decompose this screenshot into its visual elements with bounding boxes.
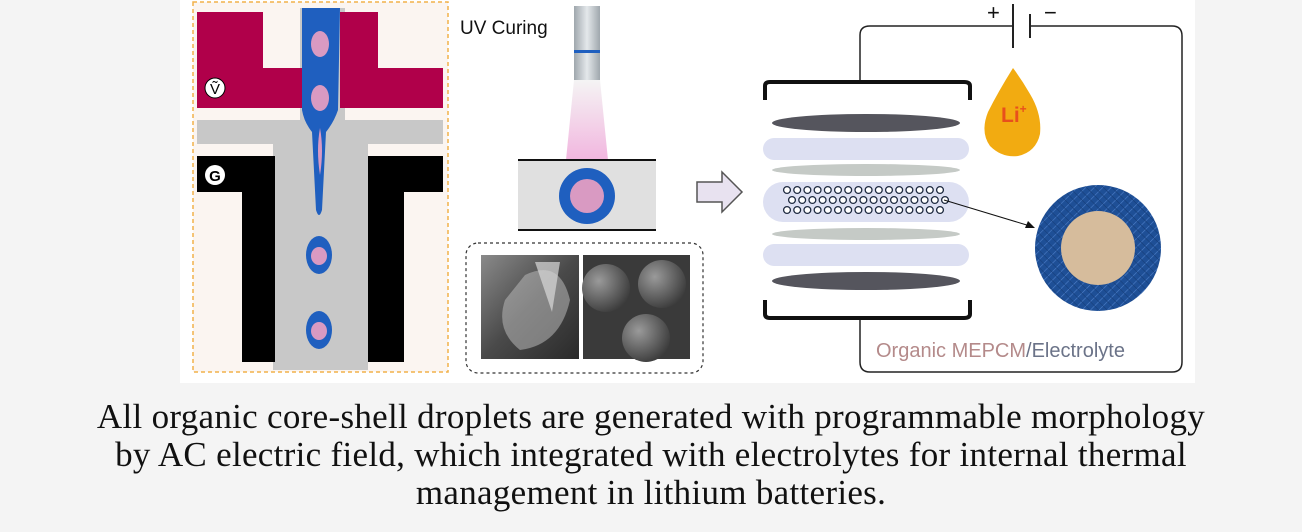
mepcm-capsule: [935, 205, 945, 215]
electrode-layer: [772, 114, 960, 132]
caption-line-2: by AC electric field, which integrated w…: [115, 435, 1187, 474]
ground-electrode-right: [368, 156, 443, 362]
mepcm-capsule: [828, 195, 837, 205]
ground-electrode-left: [197, 156, 275, 362]
mepcm-capsule: [925, 205, 934, 215]
separator-layer: [772, 164, 960, 176]
mepcm-capsule: [910, 195, 919, 205]
cell-top-bracket: [763, 80, 972, 100]
ac-electrode-right: [340, 12, 443, 108]
shell-fluid-stream: [302, 8, 340, 215]
separator-layer: [772, 228, 960, 240]
mepcm-capsule: [935, 185, 945, 195]
mepcm-capsule: [854, 185, 863, 195]
mepcm-capsule: [782, 185, 792, 195]
mepcm-capsule: [787, 195, 797, 205]
ground-symbol: G: [209, 168, 221, 185]
mepcm-capsule: [823, 205, 832, 215]
mepcm-capsule: [808, 195, 817, 205]
mepcm-capsule: [798, 195, 807, 205]
mepcm-capsule: [884, 185, 894, 195]
mepcm-capsule: [849, 195, 858, 205]
uv-curing-label: UV Curing: [460, 18, 548, 39]
mepcm-capsule: [915, 185, 924, 195]
mepcm-capsule: [869, 195, 878, 205]
mepcm-capsule: [930, 195, 939, 205]
uv-lamp-icon: [574, 6, 600, 80]
capsule-core: [1061, 211, 1135, 285]
electrode-layer: [772, 272, 960, 290]
mepcm-capsule: [793, 185, 802, 195]
mepcm-capsule: [859, 195, 868, 205]
mepcm-capsule: [833, 185, 843, 195]
mepcm-capsule: [915, 205, 924, 215]
cell-bottom-bracket: [763, 300, 972, 320]
mepcm-capsule: [844, 205, 853, 215]
mepcm-capsule: [889, 195, 899, 205]
battery-panel: + − Li+ Organic MEPCM/Electrolyte: [763, 0, 1183, 373]
core-droplet: [311, 85, 329, 111]
battery-minus: −: [1044, 0, 1057, 25]
uv-curing-panel: UV Curing: [460, 6, 704, 374]
legend-electrolyte: Electrolyte: [1032, 340, 1125, 362]
zoom-pointer: [943, 199, 1031, 227]
mepcm-capsule: [920, 195, 929, 205]
mepcm-capsule: [864, 185, 873, 195]
electrolyte-layer: [763, 138, 969, 160]
mepcm-capsule: [874, 185, 883, 195]
mepcm-capsule: [793, 205, 802, 215]
ground-marker: [205, 165, 225, 185]
mepcm-capsule-array: [782, 185, 950, 215]
mepcm-capsule: [803, 205, 812, 215]
mepcm-capsule: [823, 185, 832, 195]
mepcm-capsule: [900, 195, 909, 205]
mepcm-capsule: [844, 185, 853, 195]
electrolyte-layer: [763, 244, 969, 266]
mepcm-capsule: [813, 185, 822, 195]
graphical-abstract-figure: Ṽ G UV Curing + −: [180, 0, 1195, 383]
mepcm-capsule: [833, 205, 843, 215]
mepcm-capsule: [879, 195, 888, 205]
microfluidic-chip-panel: Ṽ G: [192, 1, 449, 373]
arrow-right-icon: [696, 170, 744, 214]
mepcm-capsule: [838, 195, 848, 205]
voltage-marker: [204, 77, 226, 99]
figure-caption: All organic core-shell droplets are gene…: [0, 398, 1302, 512]
caption-line-3: management in lithium batteries.: [415, 473, 887, 512]
core-droplet: [311, 31, 329, 57]
mepcm-capsule: [905, 185, 914, 195]
mepcm-capsule: [803, 185, 812, 195]
mepcm-capsule: [895, 185, 904, 195]
mepcm-capsule: [895, 205, 904, 215]
diagram-svg: Ṽ G UV Curing + −: [180, 0, 1195, 383]
mepcm-capsule: [874, 205, 883, 215]
li-ion-label: Li+: [1001, 102, 1027, 127]
legend-organic-mepcm: Organic MEPCM: [876, 340, 1026, 362]
mepcm-capsule: [905, 205, 914, 215]
legend: Organic MEPCM/Electrolyte: [876, 340, 1125, 362]
mepcm-capsule: [925, 185, 934, 195]
battery-plus: +: [987, 0, 1000, 25]
circuit-wire: [859, 25, 1183, 373]
uv-beam: [566, 80, 608, 160]
mepcm-capsule: [884, 205, 894, 215]
mepcm-capsule: [854, 205, 863, 215]
mepcm-capsule: [813, 205, 822, 215]
li-ion-drop: [984, 68, 1041, 157]
caption-line-1: All organic core-shell droplets are gene…: [96, 397, 1206, 436]
mepcm-capsule: [782, 205, 792, 215]
voltage-symbol: Ṽ: [210, 81, 220, 98]
mepcm-capsule: [864, 205, 873, 215]
mepcm-capsule: [818, 195, 827, 205]
